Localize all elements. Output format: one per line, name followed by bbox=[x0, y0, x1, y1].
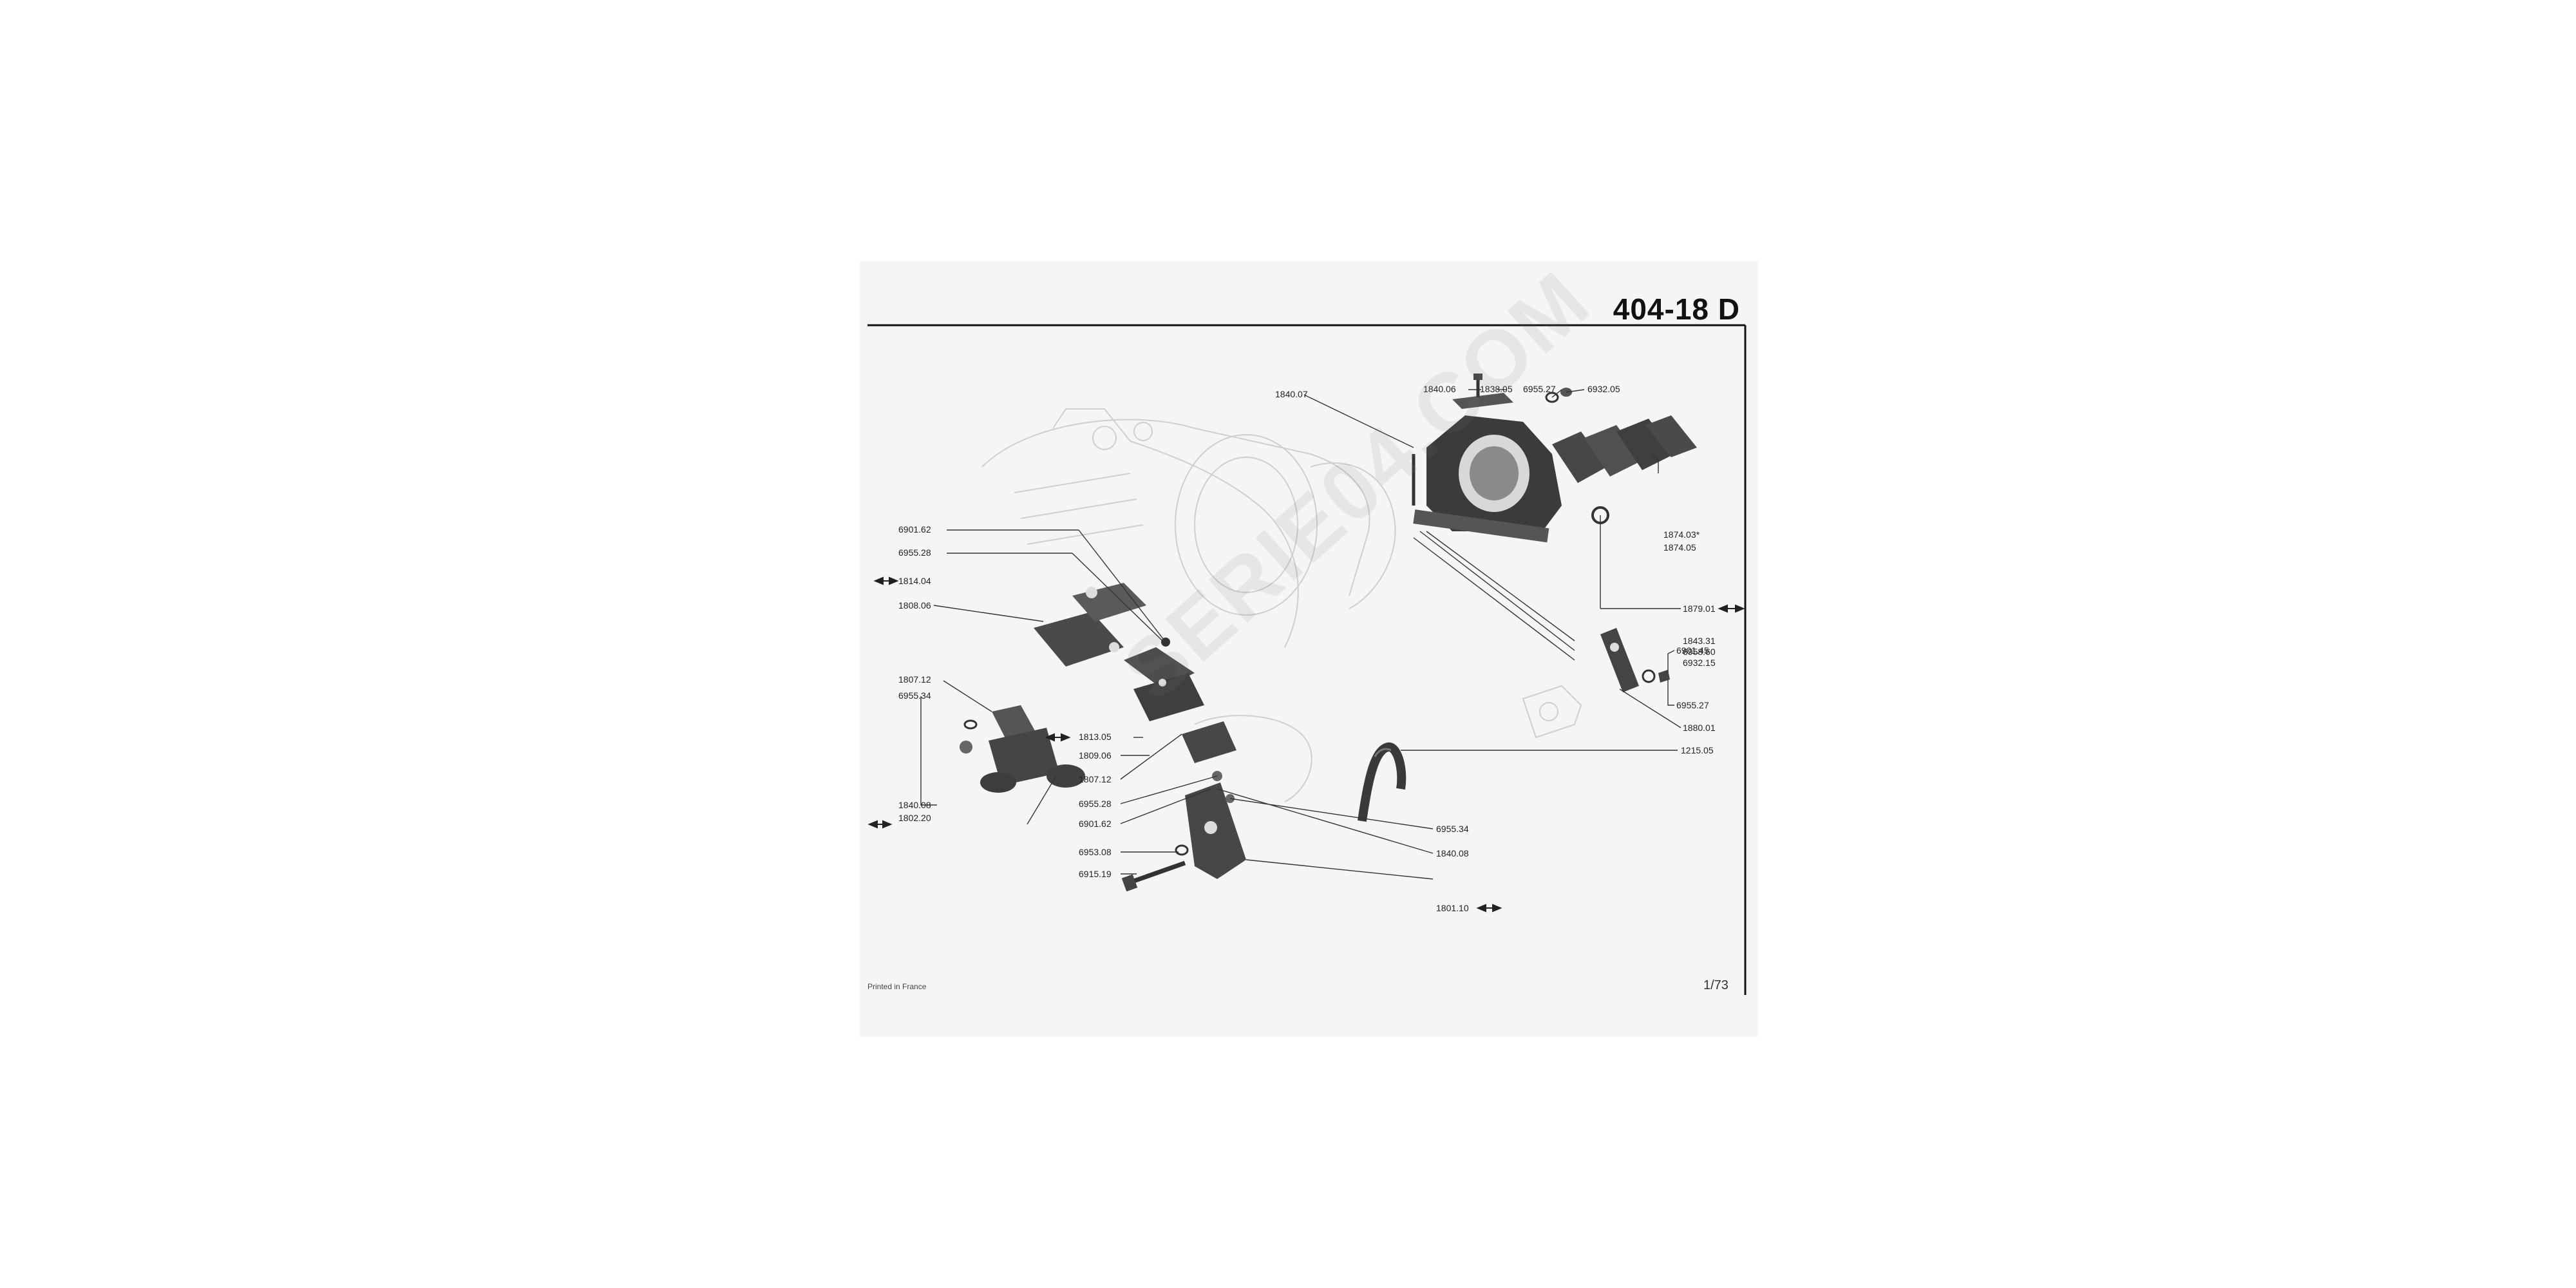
label-6953-08: 6953.08 bbox=[1079, 847, 1112, 857]
label-6901-45: 6901.45 bbox=[1676, 645, 1709, 656]
label-6955-27-top: 6955.27 bbox=[1523, 384, 1556, 394]
rear-bracket-right bbox=[1600, 628, 1670, 692]
label-6932-05: 6932.05 bbox=[1587, 384, 1620, 394]
printed-in-france: Printed in France bbox=[867, 982, 927, 991]
label-1840-08-right: 1840.08 bbox=[1436, 848, 1469, 858]
label-6958-60: 6958.60 bbox=[1683, 647, 1716, 657]
label-1843-31: 1843.31 bbox=[1683, 636, 1716, 646]
label-1813-05: 1813.05 bbox=[1079, 732, 1112, 742]
arrow-1802 bbox=[867, 820, 893, 829]
label-1814-04: 1814.04 bbox=[898, 576, 931, 586]
label-1840-08-left: 1840.08 bbox=[898, 800, 931, 810]
strap-1215-05 bbox=[1358, 743, 1406, 822]
arrow-1879 bbox=[1718, 604, 1745, 613]
label-6901-62-top: 6901.62 bbox=[898, 524, 931, 535]
mount-plate-top bbox=[1452, 374, 1513, 409]
left-mount-bracket bbox=[1034, 583, 1146, 667]
assembly-arrows bbox=[867, 576, 1745, 913]
label-6901-62-bottom: 6901.62 bbox=[1079, 819, 1112, 829]
label-1807-12-mid: 1807.12 bbox=[1079, 774, 1112, 784]
label-1840-07: 1840.07 bbox=[1275, 389, 1308, 399]
label-1807-12-left: 1807.12 bbox=[898, 674, 931, 685]
engine-block-outline bbox=[981, 408, 1582, 802]
label-6955-34-left: 6955.34 bbox=[898, 690, 931, 701]
lower-support-bracket bbox=[1121, 771, 1246, 892]
label-6932-15: 6932.15 bbox=[1683, 658, 1716, 668]
label-1838-05: 1838.05 bbox=[1480, 384, 1513, 394]
label-1215-05: 1215.05 bbox=[1681, 745, 1714, 755]
center-mount-bracket bbox=[1124, 638, 1236, 763]
arrow-left-1814 bbox=[873, 576, 899, 585]
label-1880-01: 1880.01 bbox=[1683, 723, 1716, 733]
label-6955-27-right: 6955.27 bbox=[1676, 700, 1709, 710]
leader-lines bbox=[920, 389, 1681, 880]
label-1840-06: 1840.06 bbox=[1423, 384, 1456, 394]
label-1879-01: 1879.01 bbox=[1683, 603, 1716, 614]
page-title: 404-18 D bbox=[1613, 292, 1740, 326]
rubber-pad-stack bbox=[1552, 415, 1697, 524]
label-6955-28-bottom: 6955.28 bbox=[1079, 799, 1112, 809]
parts-diagram-sheet: 404-18 D bbox=[860, 252, 1758, 1037]
label-1874-03: 1874.03* bbox=[1663, 529, 1700, 540]
left-rubber-block bbox=[960, 705, 1085, 793]
engine-mount-upper bbox=[1412, 415, 1562, 543]
page-number: 1/73 bbox=[1703, 978, 1728, 992]
label-1808-06: 1808.06 bbox=[898, 600, 931, 611]
label-1802-20: 1802.20 bbox=[898, 813, 931, 823]
arrow-1801 bbox=[1476, 904, 1502, 913]
part-labels: 1840.07 1840.06 1838.05 6955.27 6932.05 … bbox=[898, 384, 1716, 913]
label-1809-06: 1809.06 bbox=[1079, 750, 1112, 761]
label-6955-34-right: 6955.34 bbox=[1436, 824, 1469, 834]
exploded-view-drawing: 1840.07 1840.06 1838.05 6955.27 6932.05 … bbox=[867, 324, 1747, 995]
label-1874-05: 1874.05 bbox=[1663, 542, 1696, 553]
label-1801-10: 1801.10 bbox=[1436, 903, 1469, 913]
label-6955-28-top: 6955.28 bbox=[898, 547, 931, 558]
arrow-1813 bbox=[1045, 733, 1071, 742]
label-6915-19: 6915.19 bbox=[1079, 869, 1112, 879]
